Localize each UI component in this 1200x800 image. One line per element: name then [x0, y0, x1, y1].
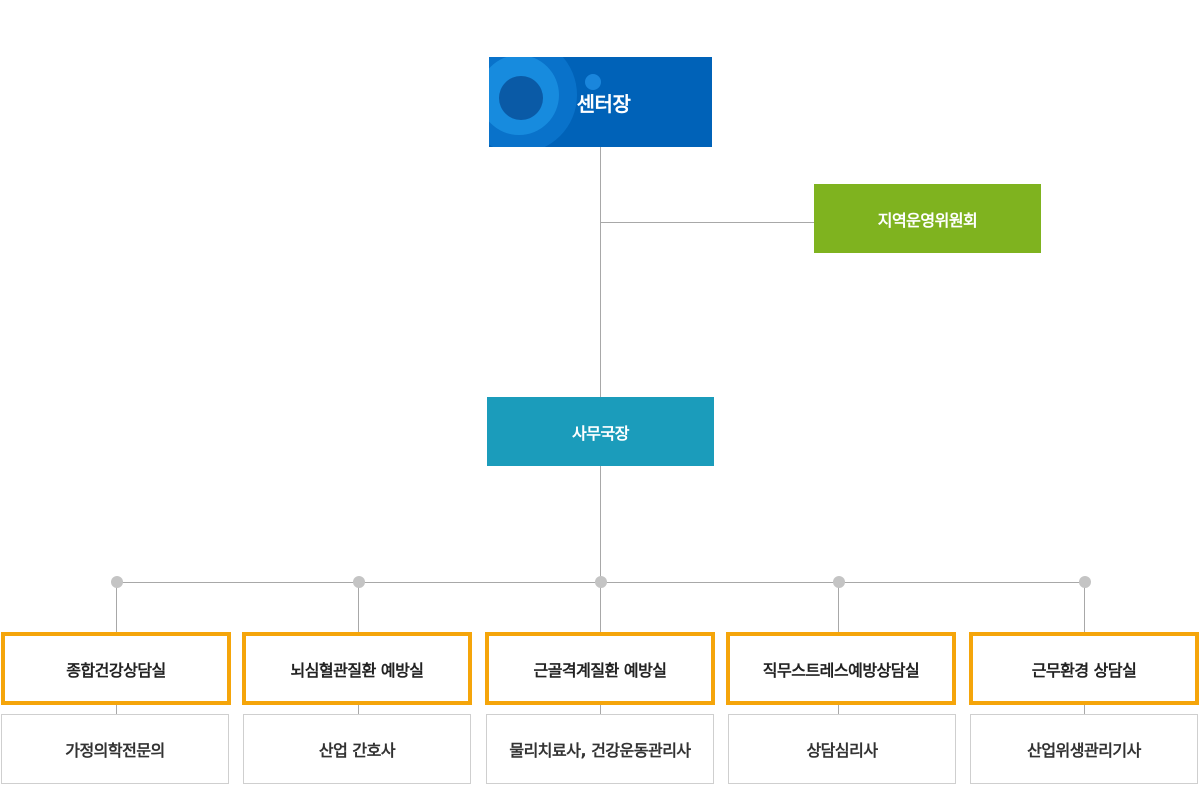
department-box: 근골격계질환 예방실 [485, 632, 715, 705]
department-name: 근무환경 상담실 [1031, 660, 1137, 680]
circle-pattern-icon [489, 57, 601, 147]
staff-role: 산업위생관리기사 [1027, 741, 1141, 760]
committee-label: 지역운영위원회 [877, 210, 978, 230]
department-box: 근무환경 상담실 [969, 632, 1199, 705]
connector-node-dot [833, 576, 845, 588]
connector-to-committee [600, 222, 814, 223]
department-box: 종합건강상담실 [1, 632, 231, 705]
connector-node-dot [353, 576, 365, 588]
director-box: 센터장 [489, 57, 712, 147]
staff-box: 가정의학전문의 [1, 714, 229, 784]
staff-role: 가정의학전문의 [65, 741, 165, 760]
secretary-label: 사무국장 [572, 423, 629, 443]
department-name: 종합건강상담실 [66, 660, 166, 680]
department-name: 직무스트레스예방상담실 [762, 660, 920, 680]
secretary-box: 사무국장 [487, 397, 714, 466]
committee-box: 지역운영위원회 [814, 184, 1041, 253]
connector-node-dot [111, 576, 123, 588]
staff-box: 산업위생관리기사 [970, 714, 1198, 784]
staff-role: 물리치료사, 건강운동관리사 [509, 741, 691, 760]
connector-director-to-secretary [600, 147, 601, 397]
connector-secretary-to-departments [600, 466, 601, 582]
staff-box: 상담심리사 [728, 714, 956, 784]
director-label: 센터장 [576, 91, 631, 116]
staff-box: 산업 간호사 [243, 714, 471, 784]
department-name: 근골격계질환 예방실 [533, 660, 667, 680]
connector-node-dot [1079, 576, 1091, 588]
staff-box: 물리치료사, 건강운동관리사 [486, 714, 714, 784]
connector-node-dot [595, 576, 607, 588]
department-box: 직무스트레스예방상담실 [726, 632, 956, 705]
department-box: 뇌심혈관질환 예방실 [242, 632, 472, 705]
staff-role: 산업 간호사 [318, 741, 396, 760]
staff-role: 상담심리사 [806, 741, 878, 760]
department-name: 뇌심혈관질환 예방실 [290, 660, 424, 680]
